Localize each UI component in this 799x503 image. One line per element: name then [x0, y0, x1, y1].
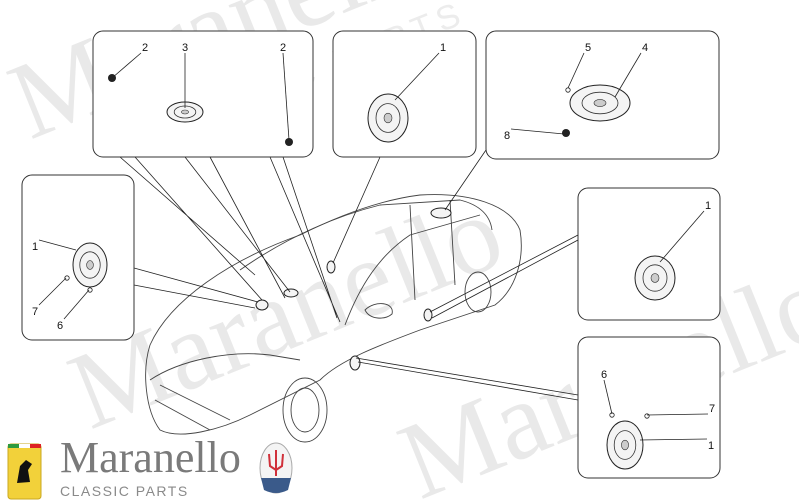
detail-box-a: 2 3 2 [92, 30, 314, 158]
speaker-part [634, 255, 676, 301]
speaker-part [606, 420, 644, 470]
speaker-part [367, 93, 409, 143]
detail-box-c: 5 4 8 [485, 30, 720, 160]
callout-number: 3 [182, 42, 188, 54]
speaker-pillar [326, 260, 336, 274]
screw-part [64, 275, 70, 281]
speaker-rear-door [423, 308, 433, 322]
callout-leader [567, 52, 585, 89]
callout-leader [394, 52, 440, 101]
callout-leader [614, 52, 642, 98]
speaker-dash [283, 288, 299, 298]
speaker-door-front-left [255, 299, 269, 311]
callout-number: 6 [57, 320, 63, 332]
detail-frame [577, 187, 721, 321]
callout-leader [510, 128, 565, 135]
screw-part [87, 287, 93, 293]
callout-leader [111, 52, 142, 79]
detail-box-e: 1 [577, 187, 721, 321]
callout-number: 1 [705, 200, 711, 212]
callout-leader [639, 438, 708, 441]
callout-leader [38, 239, 77, 251]
callout-leader [282, 52, 290, 141]
callout-number: 4 [642, 42, 648, 54]
leader-lines [119, 149, 579, 401]
callout-number: 6 [601, 369, 607, 381]
nut-part [562, 129, 570, 137]
callout-number: 1 [440, 42, 446, 54]
speaker-roof [430, 207, 452, 219]
callout-number: 1 [32, 241, 38, 253]
detail-box-f: 6 7 1 [577, 336, 721, 479]
nut-part [285, 138, 293, 146]
detail-frame [577, 336, 721, 479]
callout-leader [63, 289, 90, 320]
callout-leader [646, 413, 709, 416]
logo-brand: Maranello [60, 433, 241, 482]
maserati-badge-icon [259, 442, 293, 494]
detail-frame [332, 30, 477, 158]
callout-number: 7 [32, 306, 38, 318]
speaker-front-door [349, 355, 361, 371]
callout-leader [38, 277, 67, 306]
callout-leader [659, 210, 705, 263]
screw-part [565, 87, 571, 93]
callout-number: 2 [280, 42, 286, 54]
detail-frame [92, 30, 314, 158]
callout-number: 8 [504, 130, 510, 142]
logo-sub: CLASSIC PARTS [60, 483, 189, 499]
callout-number: 5 [585, 42, 591, 54]
speaker-part [72, 242, 108, 288]
detail-box-d: 1 7 6 [21, 174, 135, 341]
ferrari-badge-icon [7, 443, 42, 500]
callout-number: 2 [142, 42, 148, 54]
callout-number: 1 [708, 440, 714, 452]
callout-number: 7 [709, 403, 715, 415]
callout-leader [603, 379, 613, 415]
detail-box-b: 1 [332, 30, 477, 158]
speaker-part [569, 84, 631, 122]
screw-part [644, 413, 650, 419]
car-outline [145, 194, 522, 443]
